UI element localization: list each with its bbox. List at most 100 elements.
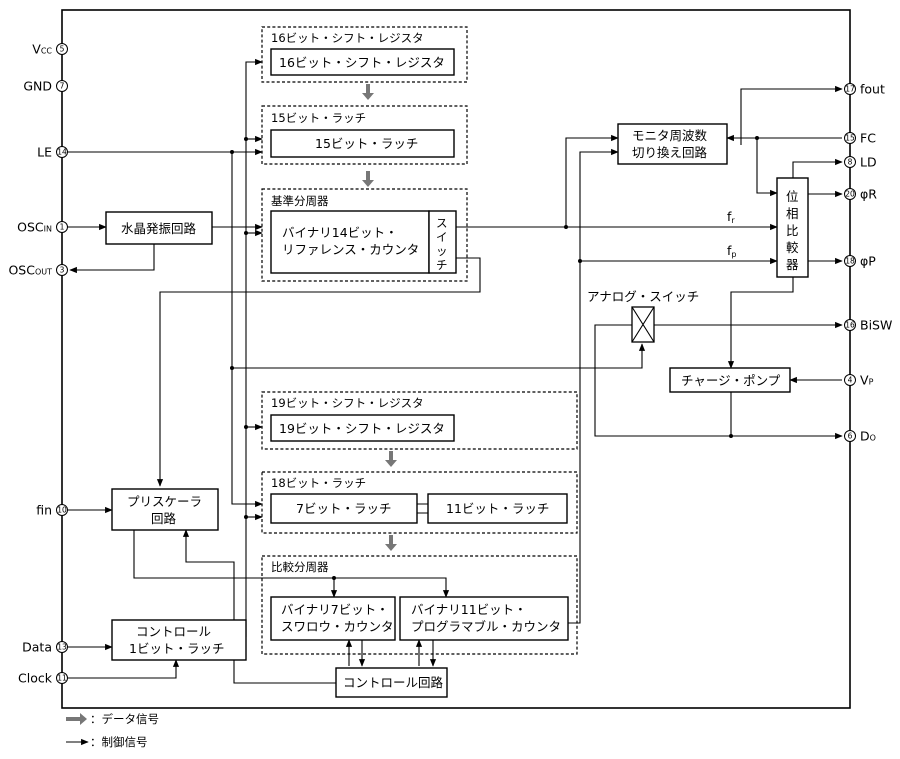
pin-number: 1	[60, 223, 65, 232]
block-monitor-switch	[617, 123, 728, 165]
pin-number-circle	[844, 156, 856, 168]
pin-number: 8	[848, 158, 853, 167]
block-switch	[428, 210, 457, 274]
pin-number: 10	[57, 506, 67, 515]
prescaler-line2: 回路	[151, 511, 177, 526]
group-comparison-divider-label: 比較分周器	[271, 560, 329, 574]
prescaler-line1: プリスケーラ	[127, 494, 202, 509]
pin-number-circle	[844, 188, 856, 200]
pin-number-circle	[844, 132, 856, 144]
fp-label: fp	[727, 243, 736, 259]
pin-label: OSCOUT	[8, 263, 52, 278]
block-crystal-oscillator	[105, 211, 213, 245]
control-latch-line1: コントロール	[136, 624, 211, 639]
pin-number-circle	[844, 255, 856, 267]
pin-number: 16	[845, 321, 855, 330]
pin-label: BiSW	[860, 318, 892, 333]
monitor-switch-line1: モニタ周波数	[632, 128, 708, 143]
pin-label: fout	[860, 82, 885, 97]
block-swallow-counter	[270, 596, 396, 641]
pin-label: φR	[860, 187, 877, 202]
block-16bit-shift-register-label: 16ビット・シフト・レジスタ	[279, 55, 445, 70]
group-19bit-shift-register	[261, 391, 578, 450]
data-signal-arrows	[362, 84, 397, 551]
analog-switch-label: アナログ・スイッチ	[587, 289, 699, 304]
left-pin-7: 7 GND	[23, 79, 68, 94]
pin-number: 14	[57, 148, 67, 157]
switch-char-2: イ	[436, 230, 448, 244]
pin-label: GND	[23, 79, 52, 94]
group-15bit-latch-label: 15ビット・ラッチ	[271, 111, 366, 125]
group-19bit-shift-register-label: 19ビット・シフト・レジスタ	[271, 396, 424, 410]
right-pin-8: 8 LD	[844, 155, 877, 170]
right-pin-15: 15 FC	[844, 131, 876, 146]
pin-label: fin	[36, 503, 52, 518]
block-programmable-counter	[399, 596, 569, 641]
pin-number: 6	[848, 432, 853, 441]
pin-number-circle	[56, 80, 68, 92]
pin-label: Data	[22, 640, 52, 655]
pin-label: φP	[860, 254, 876, 269]
pin-number: 3	[60, 266, 65, 275]
block-19bit-shift-register-label: 19ビット・シフト・レジスタ	[279, 421, 445, 436]
pin-label: LE	[37, 145, 52, 160]
latch-link	[417, 503, 428, 514]
legend: ：データ信号 ：制御信号	[66, 712, 159, 749]
pin-number-circle	[844, 430, 856, 442]
block-7bit-latch-label: 7ビット・ラッチ	[296, 501, 391, 516]
pin-number-circle	[56, 43, 68, 55]
pin-number: 13	[57, 643, 67, 652]
pin-number: 15	[845, 134, 855, 143]
left-pin-10: 10 fin	[36, 503, 68, 518]
pin-number-circle	[56, 221, 68, 233]
pin-number-circle	[56, 641, 68, 653]
analog-switch-symbol	[631, 306, 655, 343]
phase-comparator-char-5: 器	[786, 257, 799, 272]
signal-wires	[68, 58, 843, 684]
pin-label: LD	[860, 155, 877, 170]
group-comparison-divider	[261, 555, 578, 655]
left-pin-13: 13 Data	[22, 640, 68, 655]
group-18bit-latch	[261, 471, 578, 534]
swallow-counter-line1: バイナリ7ビット・	[281, 602, 389, 617]
block-11bit-latch	[427, 493, 568, 524]
pin-label: DO	[860, 429, 876, 444]
pin-label: OSCIN	[17, 220, 52, 235]
programmable-counter-line1: バイナリ11ビット・	[411, 602, 527, 617]
programmable-counter-line2: プログラマブル・カウンタ	[411, 619, 561, 634]
block-16bit-shift-register	[270, 48, 455, 76]
group-18bit-latch-label: 18ビット・ラッチ	[271, 476, 366, 490]
switch-char-4: チ	[436, 258, 448, 272]
pin-number-circle	[844, 374, 856, 386]
pin-number-circle	[56, 264, 68, 276]
reference-counter-line1: バイナリ14ビット・	[282, 225, 398, 240]
pin-number: 18	[845, 257, 855, 266]
pin-number-circle	[56, 672, 68, 684]
group-16bit-shift-register-label: 16ビット・シフト・レジスタ	[271, 31, 424, 45]
legend-data-label: ：データ信号	[90, 712, 159, 726]
block-charge-pump	[669, 367, 791, 393]
legend-data-arrow	[66, 713, 87, 725]
charge-pump-label: チャージ・ポンプ	[681, 373, 781, 388]
group-15bit-latch	[261, 105, 468, 165]
right-pin-18: 18 φP	[844, 254, 876, 269]
phase-comparator-char-2: 相	[786, 206, 799, 221]
block-15bit-latch	[270, 129, 455, 158]
pin-number-circle	[56, 146, 68, 158]
pin-number-circle	[844, 319, 856, 331]
pin-number: 7	[60, 82, 65, 91]
pin-number: 4	[848, 376, 853, 385]
pin-label: FC	[860, 131, 876, 146]
block-19bit-shift-register	[270, 414, 455, 442]
crystal-oscillator-label: 水晶発振回路	[121, 221, 197, 236]
phase-comparator-char-4: 較	[786, 240, 799, 255]
left-pin-14: 14 LE	[37, 145, 68, 160]
block-15bit-latch-label: 15ビット・ラッチ	[315, 136, 418, 151]
pin-label: VCC	[32, 42, 52, 57]
pin-number: 5	[60, 45, 65, 54]
block-7bit-latch	[270, 493, 418, 524]
